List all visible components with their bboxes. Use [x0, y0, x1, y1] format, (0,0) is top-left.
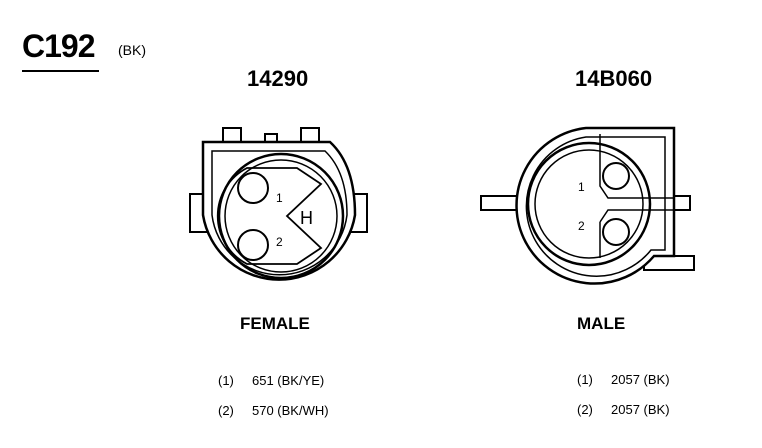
female-pin-label-2: 2: [276, 235, 283, 249]
connector-color-code: (BK): [118, 42, 146, 58]
female-face-outer-ring: [217, 152, 345, 280]
male-face-outer-ring: [526, 141, 652, 267]
connector-title: C192: [22, 28, 95, 64]
male-pin-row-1: (1) 2057 (BK): [577, 372, 670, 387]
male-key-lines: [599, 134, 674, 258]
male-pin-row-2: (2) 2057 (BK): [577, 402, 670, 417]
female-pin-row-2: (2) 570 (BK/WH): [218, 403, 329, 418]
male-side-bar-right: [673, 195, 691, 211]
female-top-tab-left: [222, 127, 242, 143]
female-pin-1-circuit: 651 (BK/YE): [252, 373, 325, 388]
male-pin-2-number: (2): [577, 402, 593, 417]
male-housing-inner: [525, 136, 666, 277]
male-pin-1: [602, 162, 630, 190]
female-connector-diagram: 1 2 H: [189, 127, 368, 281]
male-pin-1-circuit: 2057 (BK): [611, 372, 670, 387]
female-pin-2-circuit: 570 (BK/WH): [252, 403, 329, 418]
male-connector-diagram: 1 2: [480, 126, 695, 285]
male-pin-label-2: 2: [578, 219, 585, 233]
male-pin-label-1: 1: [578, 180, 585, 194]
female-key-label: H: [300, 208, 313, 228]
female-cavity-outline: [216, 167, 323, 265]
female-pin-2-number: (2): [218, 403, 234, 418]
female-label: FEMALE: [240, 314, 310, 333]
female-housing-inner: [211, 150, 348, 276]
female-face-inner-ring: [224, 159, 338, 273]
male-pin-1-number: (1): [577, 372, 593, 387]
female-top-tab-right: [300, 127, 320, 143]
male-pin-2-circuit: 2057 (BK): [611, 402, 670, 417]
female-socket-1: [237, 172, 269, 204]
female-socket-2: [237, 229, 269, 261]
female-pin-row-1: (1) 651 (BK/YE): [218, 373, 324, 388]
male-face-inner-ring: [534, 149, 644, 259]
male-label: MALE: [577, 314, 626, 333]
female-pin-1-number: (1): [218, 373, 234, 388]
male-part-number: 14B060: [575, 66, 653, 91]
male-pin-2: [602, 218, 630, 246]
female-pin-label-1: 1: [276, 191, 283, 205]
female-part-number: 14290: [247, 66, 309, 91]
title-underline: [22, 70, 99, 72]
